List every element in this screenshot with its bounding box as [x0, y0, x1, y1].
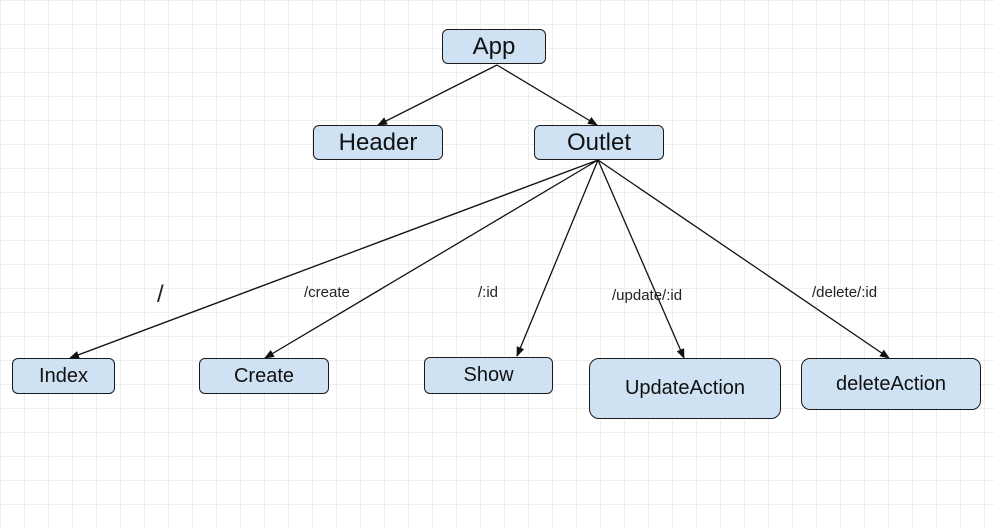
edge-outlet-delete-action: [597, 159, 890, 359]
edge-outlet-index: [69, 159, 599, 359]
node-delete-action[interactable]: deleteAction: [801, 358, 981, 410]
node-app[interactable]: App: [442, 29, 546, 64]
node-update-action[interactable]: UpdateAction: [589, 358, 781, 419]
edge-label-delete-action: /delete/:id: [812, 284, 878, 301]
edge-outlet-show: [516, 159, 599, 357]
node-create[interactable]: Create: [199, 358, 329, 394]
edge-outlet-create: [264, 159, 599, 359]
edge-label-update-action: /update/:id: [612, 287, 683, 304]
edge-label-index: /: [157, 281, 164, 308]
node-outlet[interactable]: Outlet: [534, 125, 664, 160]
node-index[interactable]: Index: [12, 358, 115, 394]
node-show[interactable]: Show: [424, 357, 553, 394]
edge-label-show: /:id: [478, 284, 499, 301]
edge-app-header: [377, 64, 498, 126]
edge-app-outlet: [496, 64, 598, 126]
edge-label-create: /create: [304, 284, 350, 301]
node-header[interactable]: Header: [313, 125, 443, 160]
edge-outlet-update-action: [597, 159, 685, 359]
